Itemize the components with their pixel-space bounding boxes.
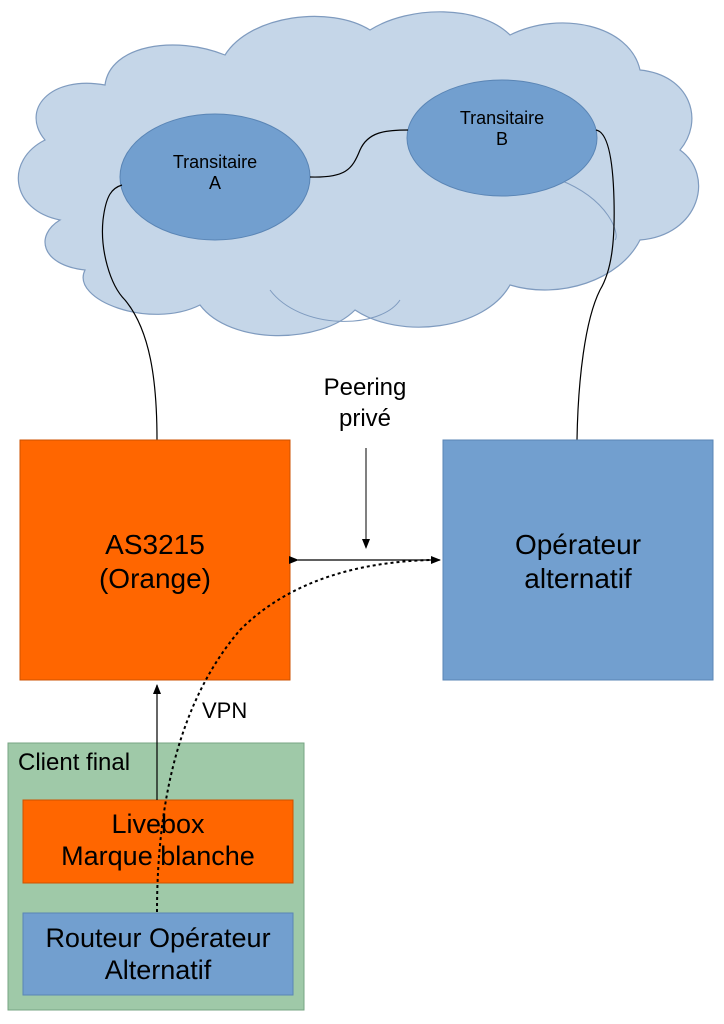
transit-a-label: Transitaire A [150, 152, 280, 193]
livebox-label-line1: Livebox [111, 809, 205, 839]
alt-transit-link [576, 129, 615, 441]
peering-label: Peering privé [290, 372, 440, 434]
transit-b-label: Transitaire B [437, 108, 567, 149]
orange-transit-link [101, 184, 158, 441]
router-label: Routeur Opérateur Alternatif [23, 922, 293, 987]
alt-operator-label-line1: Opérateur [514, 529, 642, 560]
alt-operator-box [442, 439, 714, 681]
transit-b-label-line1: Transitaire [459, 108, 545, 128]
peering-label-line1: Peering [323, 374, 407, 401]
orange-label-line2: (Orange) [98, 562, 212, 594]
transit-a-label-line2: A [208, 172, 221, 193]
vpn-label: VPN [202, 698, 248, 723]
orange-label-line1: AS3215 [105, 529, 205, 560]
transit-a-label-line1: Transitaire [172, 152, 258, 172]
transit-link [309, 129, 409, 178]
alt-operator-label-line2: alternatif [524, 562, 632, 594]
livebox-label: Livebox Marque blanche [23, 808, 293, 873]
transit-b-node [406, 79, 598, 197]
orange-box [19, 439, 291, 681]
client-final-title: Client final [18, 749, 131, 776]
router-box [22, 912, 294, 996]
alt-operator-label: Opérateur alternatif [443, 528, 713, 595]
peering-label-line2: privé [338, 405, 392, 433]
router-label-line2: Alternatif [104, 955, 212, 986]
router-label-line1: Routeur Opérateur [45, 923, 271, 953]
transit-b-label-line2: B [495, 128, 508, 149]
orange-label: AS3215 (Orange) [20, 528, 290, 595]
livebox-label-line2: Marque blanche [61, 841, 255, 872]
